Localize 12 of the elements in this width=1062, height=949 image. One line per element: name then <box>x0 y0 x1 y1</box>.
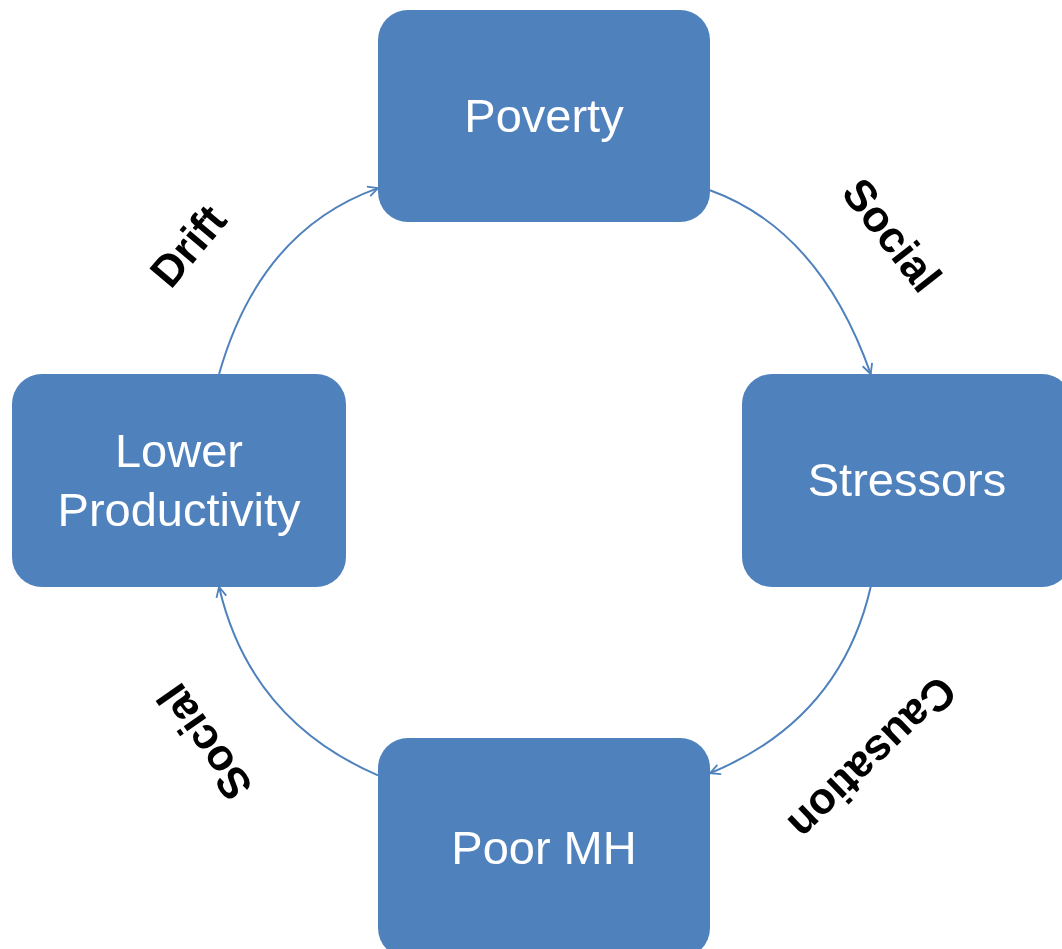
process-box <box>742 374 1062 587</box>
node-label: Poor MH <box>451 819 637 876</box>
curved-arrow <box>709 189 873 375</box>
curved-arrow <box>215 586 379 777</box>
process-box <box>12 374 346 587</box>
process-box <box>378 738 710 949</box>
curved-arrow <box>709 586 872 775</box>
curved-arrow <box>218 186 379 375</box>
process-box <box>378 10 710 222</box>
node-label: Poverty <box>464 87 624 144</box>
node-label: Stressors <box>807 452 1007 509</box>
node-label: Lower Productivity <box>56 422 302 538</box>
